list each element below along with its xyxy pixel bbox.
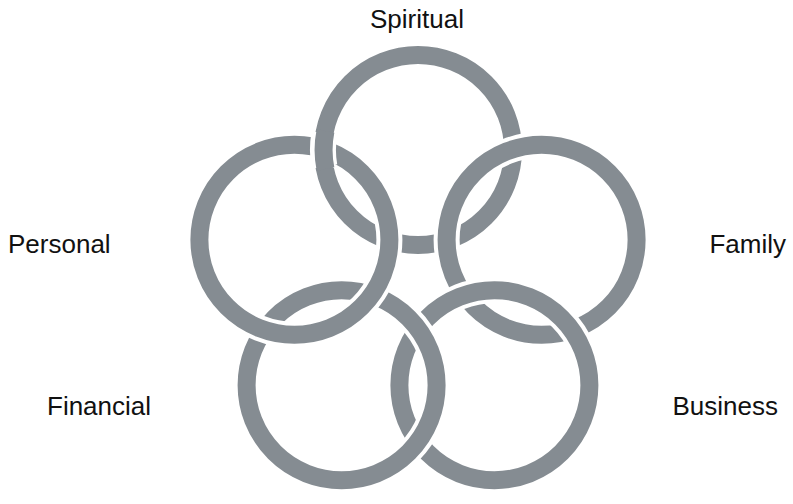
ring-label-node: Business <box>673 392 779 422</box>
ring-label: Personal <box>8 230 111 260</box>
ring-label-node: Personal <box>8 230 111 260</box>
ring-label: Financial <box>47 392 151 422</box>
ring-label: Business <box>673 392 779 422</box>
ring-label: Family <box>709 230 786 260</box>
ring-label-node: Family <box>709 230 786 260</box>
ring-group <box>199 55 636 480</box>
ring-halo <box>199 145 389 335</box>
ring <box>199 145 389 335</box>
ring-label-node: Financial <box>47 392 151 422</box>
ring-overlap <box>324 131 326 169</box>
ring-label: Spiritual <box>370 5 464 35</box>
ring-label-node: Spiritual <box>370 5 464 35</box>
